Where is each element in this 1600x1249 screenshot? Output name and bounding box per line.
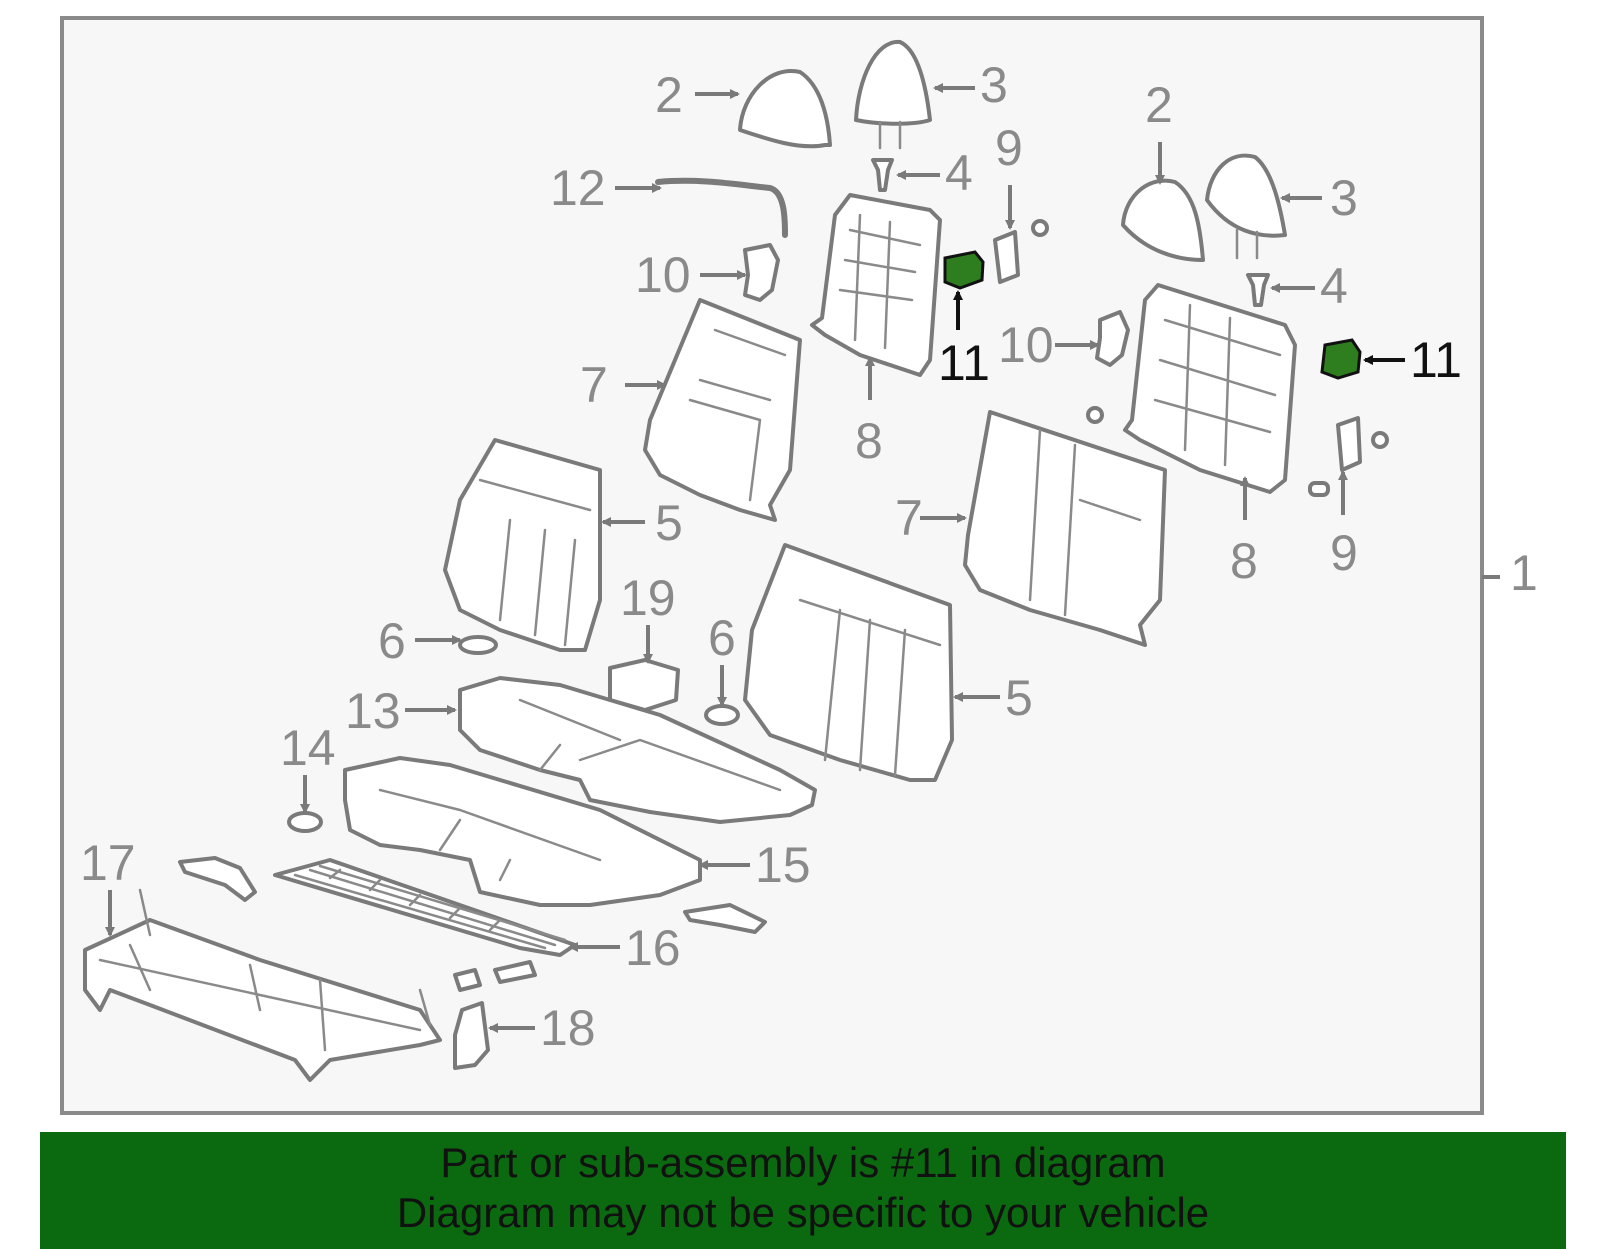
callout-4-right: 4 [1320, 258, 1348, 314]
grommet-cushion [287, 811, 323, 833]
callout-19: 19 [620, 570, 676, 626]
callout-14: 14 [280, 720, 336, 776]
callout-16: 16 [625, 920, 681, 976]
cable [655, 177, 788, 238]
cushion-cover [458, 676, 817, 824]
callout-18: 18 [540, 1000, 596, 1056]
callout-1: 1 [1510, 545, 1538, 601]
banner-line-1: Part or sub-assembly is #11 in diagram [440, 1139, 1166, 1186]
callout-2-right: 2 [1145, 77, 1173, 133]
back-frame-left [810, 193, 942, 377]
callout-17: 17 [80, 835, 136, 891]
headrest-right [1121, 178, 1205, 262]
callout-3-right: 3 [1330, 170, 1358, 226]
callout-7-left: 7 [580, 357, 608, 413]
callout-5-right: 5 [1005, 670, 1033, 726]
cushion-frame [83, 918, 442, 1082]
headrest-post-right [1205, 153, 1287, 238]
cushion-mat [273, 858, 577, 957]
callout-12: 12 [550, 160, 606, 216]
callout-8-left: 8 [855, 413, 883, 469]
guide-left [871, 158, 894, 192]
headrest-left [738, 68, 832, 149]
callout-2-left: 2 [655, 67, 683, 123]
callout-4-left: 4 [945, 145, 973, 201]
back-cover-right [743, 543, 954, 782]
callout-10-left: 10 [635, 247, 691, 303]
callout-13: 13 [345, 683, 401, 739]
callout-9-right: 9 [1330, 525, 1358, 581]
callout-8-right: 8 [1230, 533, 1258, 589]
callout-11-right: 11 [1410, 332, 1462, 388]
callout-10-right: 10 [998, 317, 1054, 373]
callout-15: 15 [755, 837, 811, 893]
bracket-left [993, 230, 1020, 284]
back-cover-left [443, 438, 602, 652]
callout-5-left: 5 [655, 495, 683, 551]
callout-9-left: 9 [995, 120, 1023, 176]
info-banner: Part or sub-assembly is #11 in diagram D… [40, 1132, 1566, 1249]
callout-11-left: 11 [938, 335, 990, 391]
guide-right [1246, 273, 1270, 307]
grommet-left [458, 635, 498, 655]
back-pad-right [963, 410, 1167, 647]
callout-3-left: 3 [980, 57, 1008, 113]
banner-line-2: Diagram may not be specific to your vehi… [396, 1189, 1210, 1236]
latch-left [743, 243, 780, 302]
bracket-right [1336, 416, 1362, 472]
highlight-part-right [1320, 338, 1362, 380]
callout-6-right: 6 [708, 610, 736, 666]
highlight-part-left [943, 250, 985, 290]
cover-trim [453, 1001, 490, 1070]
back-frame-right [1123, 283, 1297, 494]
grommet-right [704, 704, 740, 726]
callout-7-right: 7 [895, 490, 923, 546]
callout-6-left: 6 [378, 613, 406, 669]
